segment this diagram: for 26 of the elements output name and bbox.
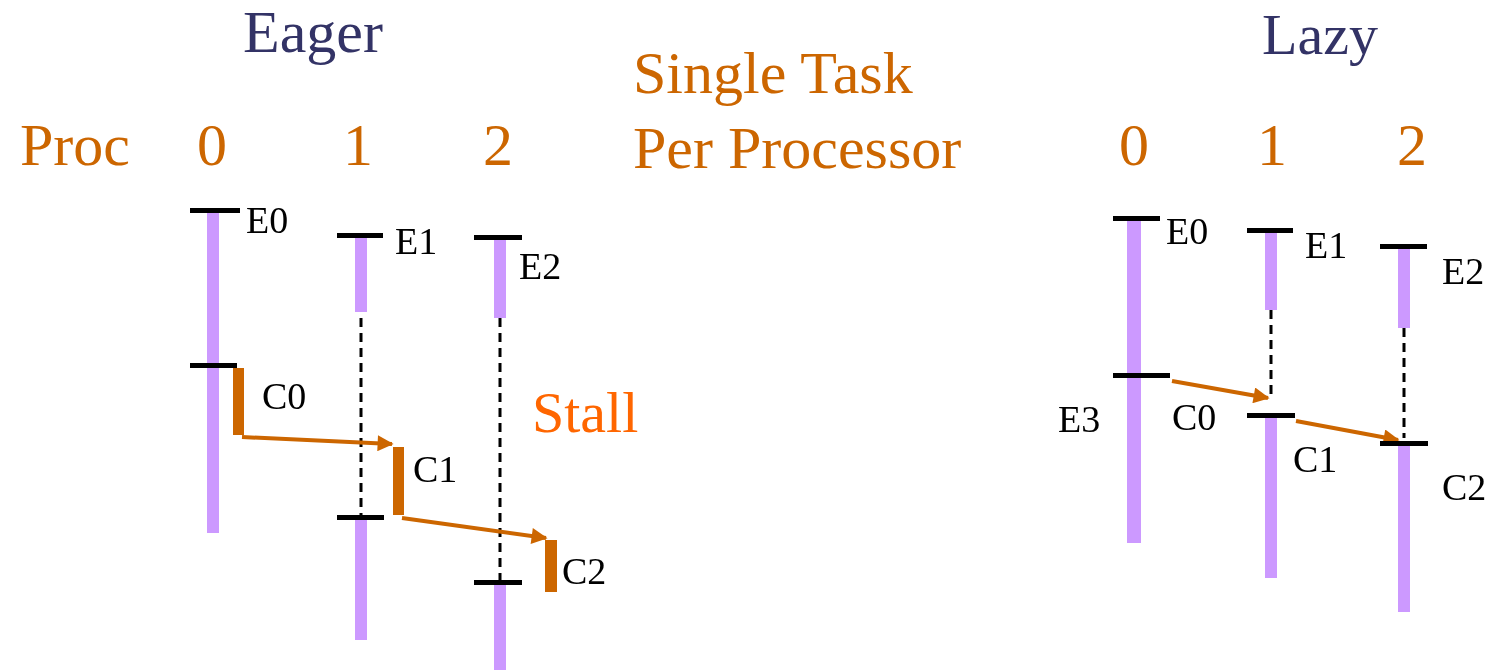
heading: Lazy bbox=[1262, 6, 1378, 64]
event-label: C2 bbox=[562, 552, 607, 590]
event-label: E1 bbox=[395, 222, 438, 260]
event-label: E0 bbox=[1166, 212, 1209, 250]
processor-number: 1 bbox=[1257, 115, 1287, 175]
event-label: E2 bbox=[519, 247, 562, 285]
event-label: E0 bbox=[246, 201, 289, 239]
event-label: C1 bbox=[413, 450, 458, 488]
event-label: C0 bbox=[262, 377, 307, 415]
arrow bbox=[1171, 379, 1270, 404]
annotation: Stall bbox=[532, 384, 639, 442]
processor-number: 2 bbox=[483, 115, 513, 175]
processor-number: 2 bbox=[1397, 115, 1427, 175]
event-label: E1 bbox=[1305, 226, 1348, 264]
event-label: E3 bbox=[1058, 400, 1101, 438]
event-label: C1 bbox=[1293, 440, 1338, 478]
processor-number: 1 bbox=[343, 115, 373, 175]
title: Single Task Per Processor bbox=[633, 39, 963, 183]
event-label: C0 bbox=[1172, 398, 1217, 436]
arrow bbox=[401, 516, 548, 544]
event-label: C2 bbox=[1442, 468, 1487, 506]
arrow bbox=[241, 435, 394, 452]
processor-number: 0 bbox=[1119, 115, 1149, 175]
processor-number: 0 bbox=[197, 115, 227, 175]
event-label: E2 bbox=[1442, 252, 1485, 290]
axis-label: Proc bbox=[20, 115, 130, 175]
